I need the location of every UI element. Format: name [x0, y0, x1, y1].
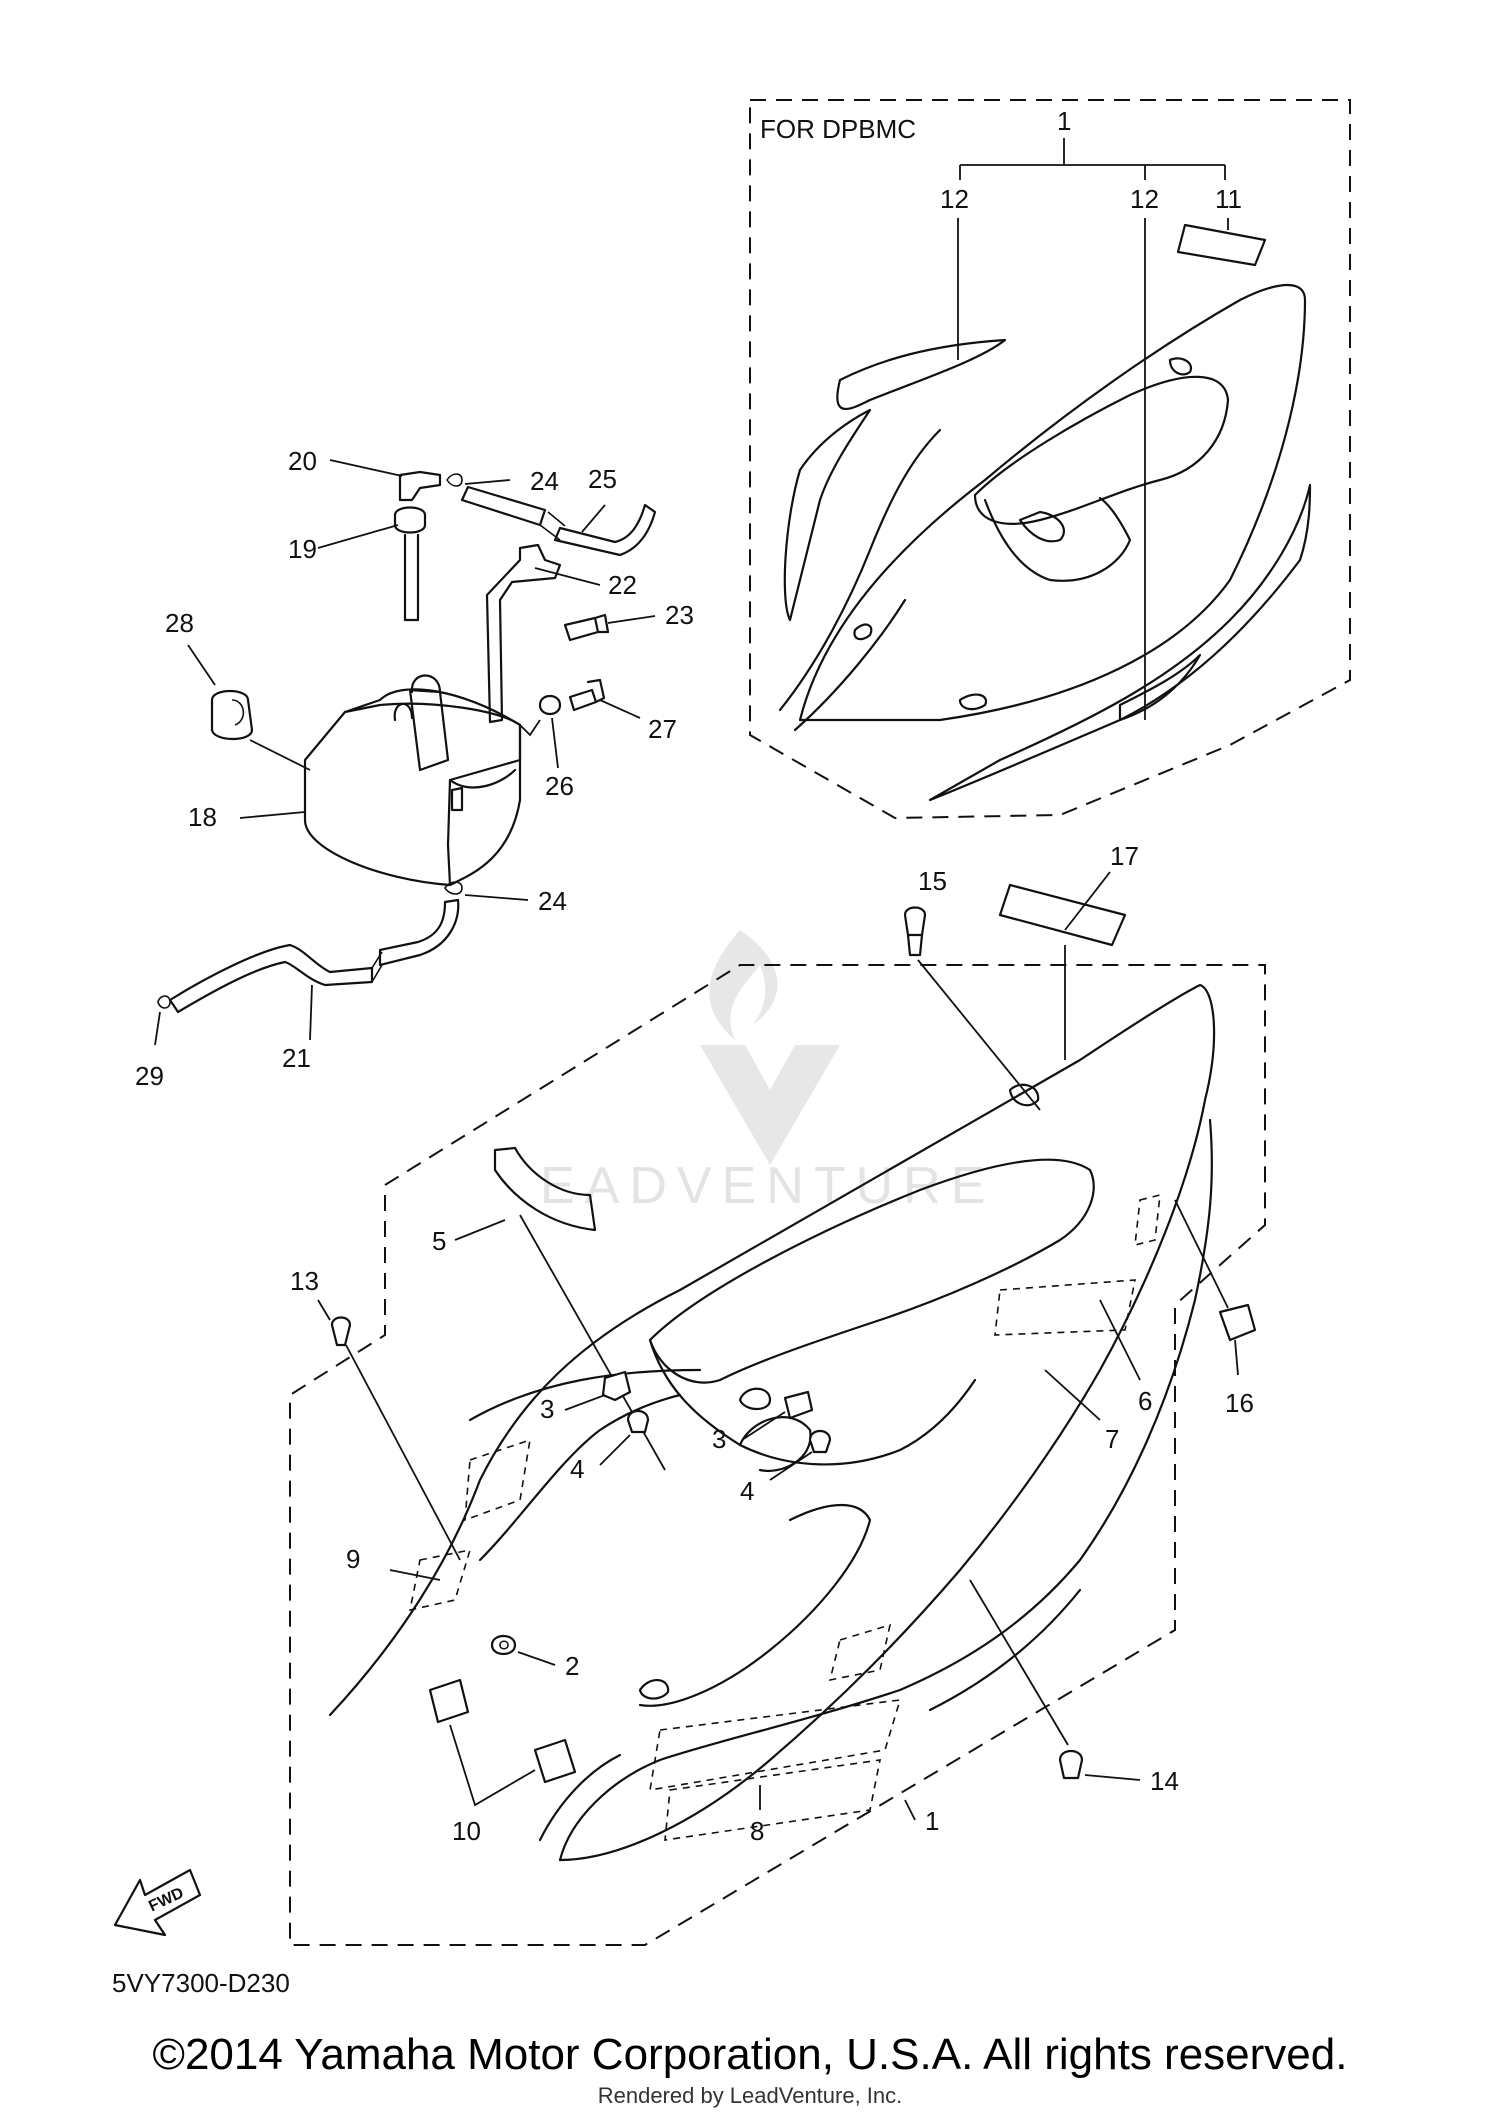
part-label-21: 21	[282, 1043, 311, 1073]
dpbmc-variant-box: FOR DPBMC 1 12 12 11	[749, 99, 1351, 820]
part-label-12-left: 12	[940, 184, 969, 214]
nut-4-left-icon	[626, 1409, 650, 1434]
breather-hose-25-icon	[460, 485, 547, 527]
oil-hose-21-icon	[168, 943, 374, 1014]
part-label-17: 17	[1110, 841, 1139, 871]
part-label-26: 26	[545, 771, 574, 801]
hose-clip-24-icon	[446, 473, 463, 487]
clip-3-left-icon	[601, 1370, 632, 1402]
part-label-27: 27	[648, 714, 677, 744]
part-label-18: 18	[188, 802, 217, 832]
hose-clip-29-icon	[157, 995, 171, 1009]
drawing-code: 5VY7300-D230	[112, 1968, 290, 1998]
trim-5-icon	[493, 1146, 597, 1232]
part-label-14: 14	[1150, 1766, 1179, 1796]
main-tail-cowling-assembly: 15 17 5	[289, 841, 1266, 1946]
bracket-22-icon	[485, 543, 562, 724]
bolt-15-icon	[903, 906, 927, 937]
elbow-fitting-20-icon	[398, 470, 442, 502]
part-label-24-lower: 24	[538, 886, 567, 916]
oil-tank-18-icon	[303, 702, 522, 887]
part-label-2: 2	[565, 1651, 579, 1681]
bolt-23-icon	[563, 613, 610, 642]
washer-26-icon	[538, 694, 562, 716]
filler-cap-19-icon	[393, 506, 427, 534]
pad-10-left-icon	[428, 1678, 470, 1724]
bolt-14-icon	[1058, 1749, 1084, 1780]
part-label-19: 19	[288, 534, 317, 564]
part-label-22: 22	[608, 570, 637, 600]
rendered-by-notice: Rendered by LeadVenture, Inc.	[597, 2083, 903, 2108]
decal-11-icon	[1176, 223, 1267, 267]
zone-6	[994, 1279, 1136, 1336]
clip-3-right-icon	[783, 1390, 814, 1420]
watermark-text: EADVENTURE	[540, 1157, 995, 1215]
part-label-5: 5	[432, 1226, 446, 1256]
part-label-3-right: 3	[712, 1424, 726, 1454]
part-label-1-bottom: 1	[925, 1806, 939, 1836]
part-label-7: 7	[1105, 1424, 1119, 1454]
bolt-13-icon	[330, 1316, 352, 1347]
part-label-1-top: 1	[1057, 106, 1071, 136]
part-label-23: 23	[665, 600, 694, 630]
part-label-12-right: 12	[1130, 184, 1159, 214]
tail-cowling-variant	[778, 283, 1312, 802]
nut-4-right-icon	[808, 1429, 832, 1454]
copyright-notice: ©2014 Yamaha Motor Corporation, U.S.A. A…	[152, 2030, 1348, 2079]
decal-17-icon	[998, 883, 1127, 947]
part-label-13: 13	[290, 1266, 319, 1296]
watermark-logo: EADVENTURE	[540, 930, 995, 1215]
pad-10-right-icon	[533, 1738, 577, 1784]
grommet-28-icon	[210, 689, 254, 741]
fwd-label: FWD	[146, 1885, 186, 1916]
washer-2-icon	[490, 1634, 517, 1656]
part-label-8: 8	[750, 1816, 764, 1846]
part-label-15: 15	[918, 866, 947, 896]
part-label-24-top: 24	[530, 466, 559, 496]
variant-label: FOR DPBMC	[760, 114, 916, 144]
part-label-16: 16	[1225, 1388, 1254, 1418]
part-label-10: 10	[452, 1816, 481, 1846]
part-label-4-right: 4	[740, 1476, 754, 1506]
hose-clip-24-lower-icon	[444, 881, 463, 895]
part-label-25: 25	[588, 464, 617, 494]
part-label-6: 6	[1138, 1386, 1152, 1416]
part-label-11: 11	[1215, 184, 1242, 214]
part-label-28: 28	[165, 608, 194, 638]
nut-16-icon	[1218, 1303, 1257, 1342]
part-label-4-left: 4	[570, 1454, 584, 1484]
part-label-9: 9	[346, 1544, 360, 1574]
part-label-29: 29	[135, 1061, 164, 1091]
part-label-3-left: 3	[540, 1394, 554, 1424]
bolt-27-icon	[568, 678, 606, 712]
fwd-arrow-icon: FWD	[113, 1868, 202, 1937]
oil-tank-assembly: 20 24 25 19 22 23 28	[135, 446, 694, 1091]
part-label-20: 20	[288, 446, 317, 476]
